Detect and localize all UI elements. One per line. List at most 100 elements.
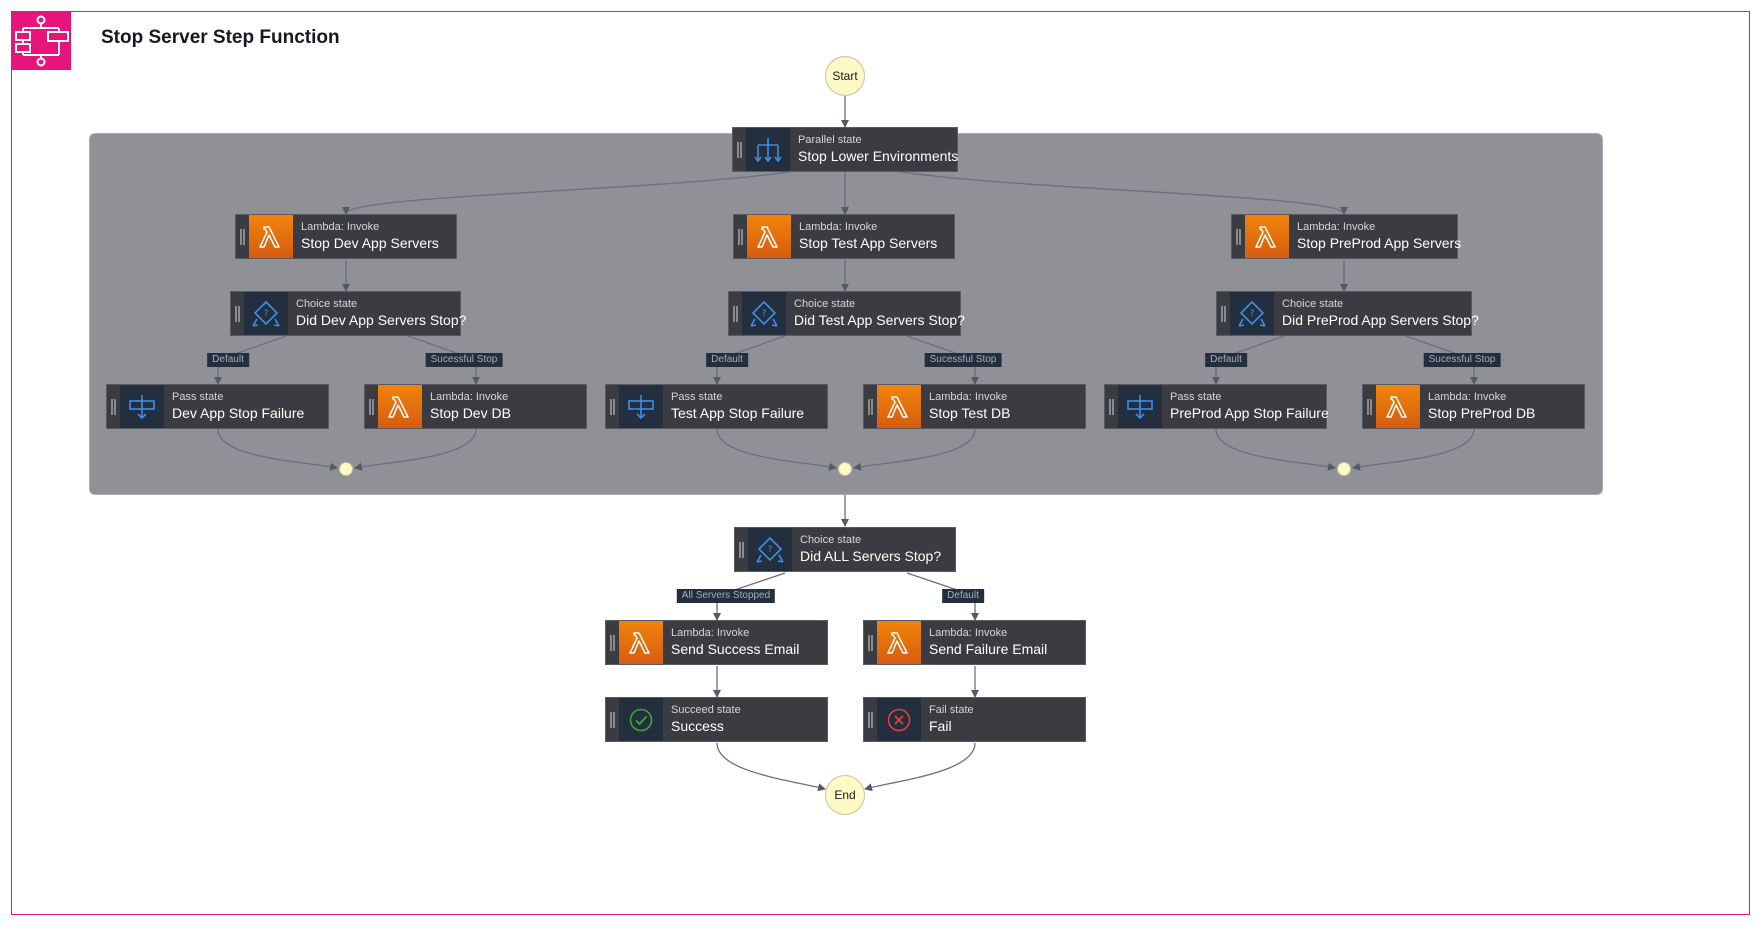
drag-handle-icon[interactable] — [734, 215, 747, 258]
state-name-label: Did PreProd App Servers Stop? — [1282, 312, 1479, 328]
state-name-label: Did Dev App Servers Stop? — [296, 312, 467, 328]
state-type-label: Parallel state — [798, 134, 862, 146]
state-type-label: Lambda: Invoke — [430, 391, 509, 403]
lambda-icon — [877, 385, 921, 428]
choice-state-icon: ? — [748, 528, 792, 571]
state-name-label: Send Success Email — [671, 641, 800, 657]
state-type-label: Lambda: Invoke — [1428, 391, 1507, 403]
lambda-icon — [378, 385, 422, 428]
drag-handle-icon[interactable] — [1363, 385, 1376, 428]
drag-handle-icon[interactable] — [1232, 215, 1245, 258]
state-name-label: Stop Lower Environments — [798, 148, 959, 164]
drag-handle-icon[interactable] — [864, 385, 877, 428]
state-name-label: Send Failure Email — [929, 641, 1048, 657]
state-name-label: Did ALL Servers Stop? — [800, 548, 942, 564]
check-circle-icon — [619, 698, 663, 741]
state-name-label: Test App Stop Failure — [671, 405, 805, 421]
drag-handle-icon[interactable] — [236, 215, 249, 258]
x-circle-icon — [877, 698, 921, 741]
state-name-label: Did Test App Servers Stop? — [794, 312, 965, 328]
edge-fail-to-end — [864, 742, 976, 792]
state-type-label: Pass state — [671, 391, 723, 403]
edge-label-successful-stop: Sucessful Stop — [924, 353, 1002, 367]
branch-join-dot — [339, 462, 353, 476]
edge-preprod-db-to-join — [1352, 428, 1475, 471]
state-name-label: Stop Test DB — [929, 405, 1011, 421]
state-type-label: Choice state — [800, 534, 862, 546]
drag-handle-icon[interactable] — [365, 385, 378, 428]
lambda-icon — [877, 621, 921, 664]
state-name-label: Stop PreProd DB — [1428, 405, 1536, 421]
drag-handle-icon[interactable] — [606, 385, 619, 428]
pass-state-icon — [1118, 385, 1162, 428]
drag-handle-icon[interactable] — [864, 621, 877, 664]
step-functions-logo-icon — [11, 11, 71, 70]
drag-handle-icon[interactable] — [864, 698, 877, 741]
edge-succeed-to-end — [716, 742, 826, 792]
state-type-label: Choice state — [296, 298, 358, 310]
edge-label-default: Default — [706, 353, 748, 367]
diagram-title: Stop Server Step Function — [101, 27, 340, 48]
state-type-label: Choice state — [1282, 298, 1344, 310]
state-name-label: Stop Dev DB — [430, 405, 511, 421]
state-type-label: Lambda: Invoke — [671, 627, 750, 639]
state-type-label: Lambda: Invoke — [301, 221, 380, 233]
branch-join-dot — [838, 462, 852, 476]
edge-label-default: Default — [1205, 353, 1247, 367]
pass-state-icon — [619, 385, 663, 428]
drag-handle-icon[interactable] — [733, 128, 746, 171]
choice-state-icon: ? — [244, 292, 288, 335]
edge-label-successful-stop: Sucessful Stop — [425, 353, 503, 367]
state-type-label: Fail state — [929, 704, 974, 716]
lambda-icon — [619, 621, 663, 664]
state-type-label: Choice state — [794, 298, 856, 310]
svg-text:?: ? — [264, 309, 269, 319]
drag-handle-icon[interactable] — [606, 621, 619, 664]
drag-handle-icon[interactable] — [735, 528, 748, 571]
state-name-label: Stop Test App Servers — [799, 235, 938, 251]
edge-label-successful-stop: Sucessful Stop — [1423, 353, 1501, 367]
pass-state-icon — [120, 385, 164, 428]
edge-dev-pass-to-join — [217, 428, 338, 471]
drag-handle-icon[interactable] — [1105, 385, 1118, 428]
lambda-icon — [1376, 385, 1420, 428]
svg-text:?: ? — [768, 545, 773, 555]
edge-label-default: Default — [207, 353, 249, 367]
state-type-label: Pass state — [1170, 391, 1222, 403]
drag-handle-icon[interactable] — [107, 385, 120, 428]
edge-label-default: Default — [942, 589, 984, 603]
drag-handle-icon[interactable] — [1217, 292, 1230, 335]
start-node[interactable]: Start — [825, 56, 865, 96]
state-name-label: Fail — [929, 718, 952, 734]
drag-handle-icon[interactable] — [606, 698, 619, 741]
drag-handle-icon[interactable] — [729, 292, 742, 335]
state-name-label: Dev App Stop Failure — [172, 405, 305, 421]
svg-text:?: ? — [762, 309, 767, 319]
parallel-state-icon — [746, 128, 790, 171]
drag-handle-icon[interactable] — [231, 292, 244, 335]
branch-join-dot — [1337, 462, 1351, 476]
choice-state-icon: ? — [742, 292, 786, 335]
canvas-frame — [11, 11, 1750, 915]
lambda-icon — [249, 215, 293, 258]
svg-text:?: ? — [1250, 309, 1255, 319]
end-node[interactable]: End — [825, 775, 865, 815]
